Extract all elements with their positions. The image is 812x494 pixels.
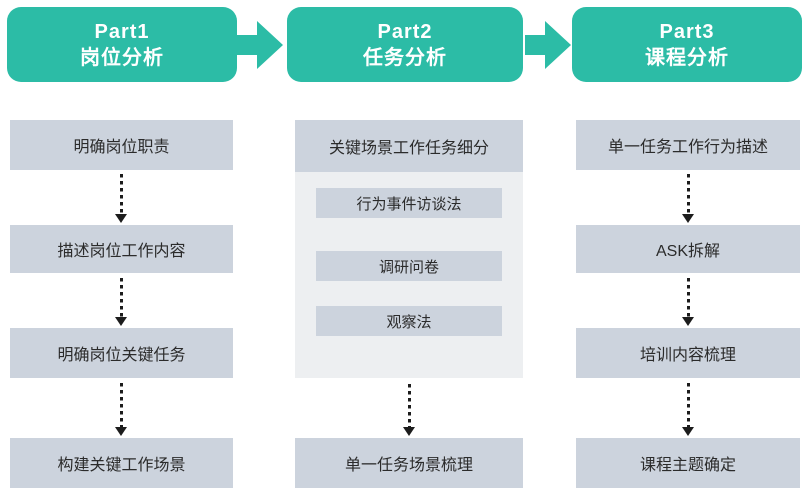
method-box-survey: 调研问卷 [316,251,502,281]
right-arrow-icon [525,21,571,69]
header-part2-label: Part2 [377,20,433,43]
task-breakdown-panel: 关键场景工作任务细分 行为事件访谈法 调研问卷 观察法 [295,120,523,378]
header-part2-box: Part2 任务分析 [287,7,523,82]
down-dotted-arrow-icon [402,384,416,436]
down-dotted-arrow-icon [114,174,128,223]
down-dotted-arrow-icon [681,383,695,436]
down-dotted-arrow-icon [114,278,128,326]
col1-step4-box: 构建关键工作场景 [10,438,233,488]
header-part1-box: Part1 岗位分析 [7,7,237,82]
col3-step1-box: 单一任务工作行为描述 [576,120,800,170]
col2-step2-box: 单一任务场景梳理 [295,438,523,488]
method-box-interview: 行为事件访谈法 [316,188,502,218]
header-part2-title: 任务分析 [363,46,447,69]
method-box-observation: 观察法 [316,306,502,336]
header-part3-label: Part3 [659,20,715,43]
header-part1-label: Part1 [94,20,150,43]
col3-step3-box: 培训内容梳理 [576,328,800,378]
col2-step1-box: 关键场景工作任务细分 [295,120,523,172]
right-arrow-icon [237,21,283,69]
header-part1-title: 岗位分析 [80,46,164,69]
col1-step1-box: 明确岗位职责 [10,120,233,170]
col1-step2-box: 描述岗位工作内容 [10,225,233,273]
col3-step4-box: 课程主题确定 [576,438,800,488]
col3-step2-box: ASK拆解 [576,225,800,273]
down-dotted-arrow-icon [681,278,695,326]
down-dotted-arrow-icon [681,174,695,223]
header-part3-box: Part3 课程分析 [572,7,802,82]
header-part3-title: 课程分析 [645,46,729,69]
col1-step3-box: 明确岗位关键任务 [10,328,233,378]
down-dotted-arrow-icon [114,383,128,436]
